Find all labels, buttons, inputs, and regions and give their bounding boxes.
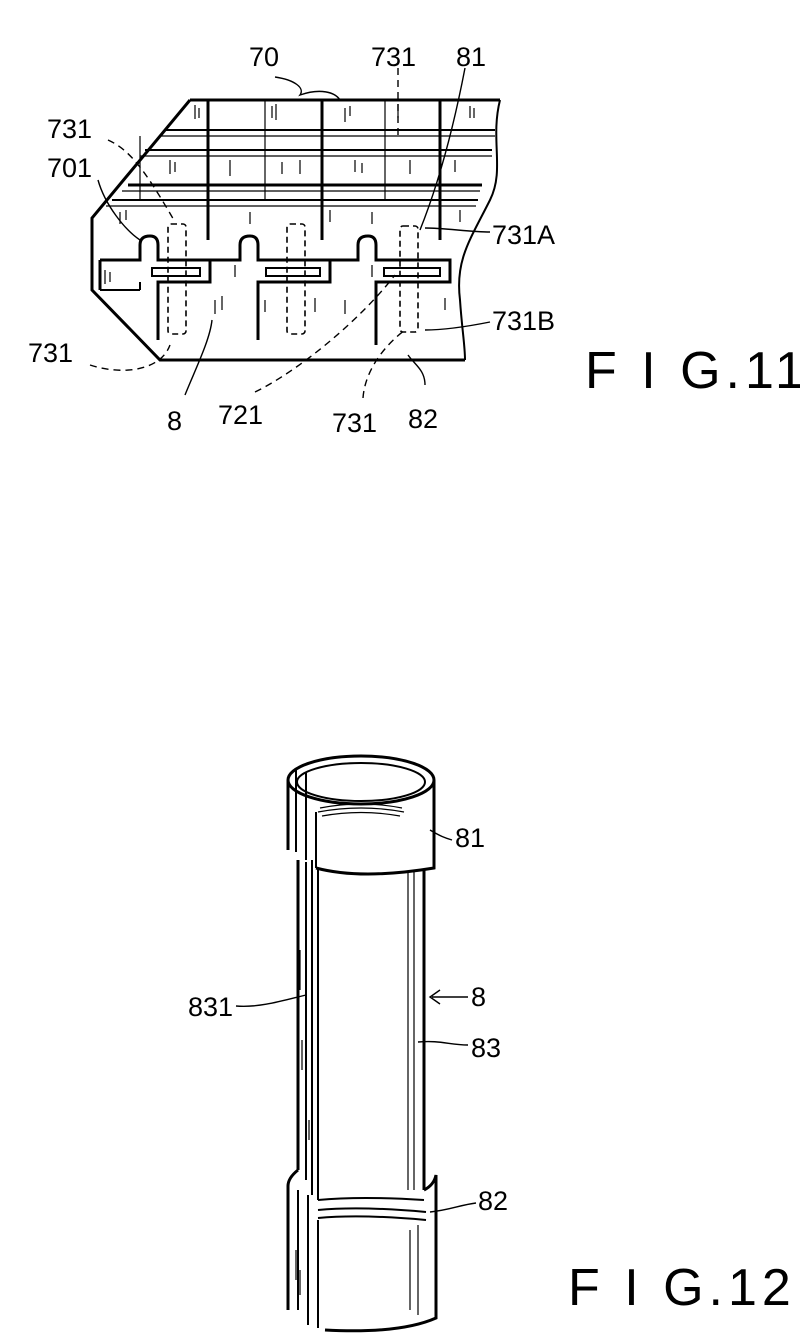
fig11-label-70: 70 [249, 42, 279, 72]
fig11-label-731B: 731B [492, 306, 555, 336]
fig11-label-731-bottom: 731 [332, 408, 377, 438]
fig11-strip-outline [90, 98, 500, 362]
fig12-title: F I G.12 [568, 1259, 796, 1317]
fig11-layer-lines [106, 129, 495, 207]
fig12-lower-hatch [295, 1225, 419, 1315]
fig12-body-slit [305, 860, 319, 1200]
fig12-lower-collar-step [317, 1197, 427, 1221]
fig12-label-8: 8 [471, 982, 486, 1012]
fig11-hook-tabs [98, 234, 452, 345]
fig12-slit-hatch [299, 950, 310, 1140]
fig11-label-82: 82 [408, 404, 438, 434]
fig12-top-thread [317, 803, 405, 817]
fig11-hatching [104, 104, 475, 314]
fig12-upper-collar [286, 780, 436, 876]
fig11-label-731A: 731A [492, 220, 555, 250]
fig11-leader-lines [89, 67, 491, 399]
fig11-label-8: 8 [167, 406, 182, 436]
fig11-panel-dividers [139, 100, 442, 240]
fig11-label-81: 81 [456, 42, 486, 72]
fig12-body-highlights [407, 872, 415, 1190]
fig12-drawing: 81 8 831 83 82 F I G.12 [188, 754, 796, 1333]
fig11-label-731-bottom-left: 731 [28, 338, 73, 368]
fig12-label-81: 81 [455, 823, 485, 853]
fig11-label-701: 701 [47, 153, 92, 183]
fig12-label-82: 82 [478, 1186, 508, 1216]
fig12-label-83: 83 [471, 1033, 501, 1063]
fig12-labels: 81 8 831 83 82 [188, 823, 508, 1216]
fig12-upper-collar-slit [295, 770, 317, 868]
fig12-label-831: 831 [188, 992, 233, 1022]
fig12-lower-collar [286, 1168, 438, 1333]
fig12-top-rim-inner [296, 762, 426, 802]
fig11-label-731-top: 731 [371, 42, 416, 72]
fig11-labels: 70 731 81 731 701 731A 731B 731 8 721 73… [28, 42, 555, 438]
fig12-body-outline [296, 860, 426, 1190]
fig12-leader-lines [235, 829, 477, 1213]
fig11-break-edge [458, 99, 501, 361]
fig11-label-731-left: 731 [47, 114, 92, 144]
fig11-label-721: 721 [218, 400, 263, 430]
fig11-title: F I G.11 [585, 342, 800, 400]
fig12-lower-slit [297, 1190, 319, 1328]
fig11-hidden-pins [167, 223, 419, 335]
fig11-drawing: 70 731 81 731 701 731A 731B 731 8 721 73… [28, 42, 800, 438]
